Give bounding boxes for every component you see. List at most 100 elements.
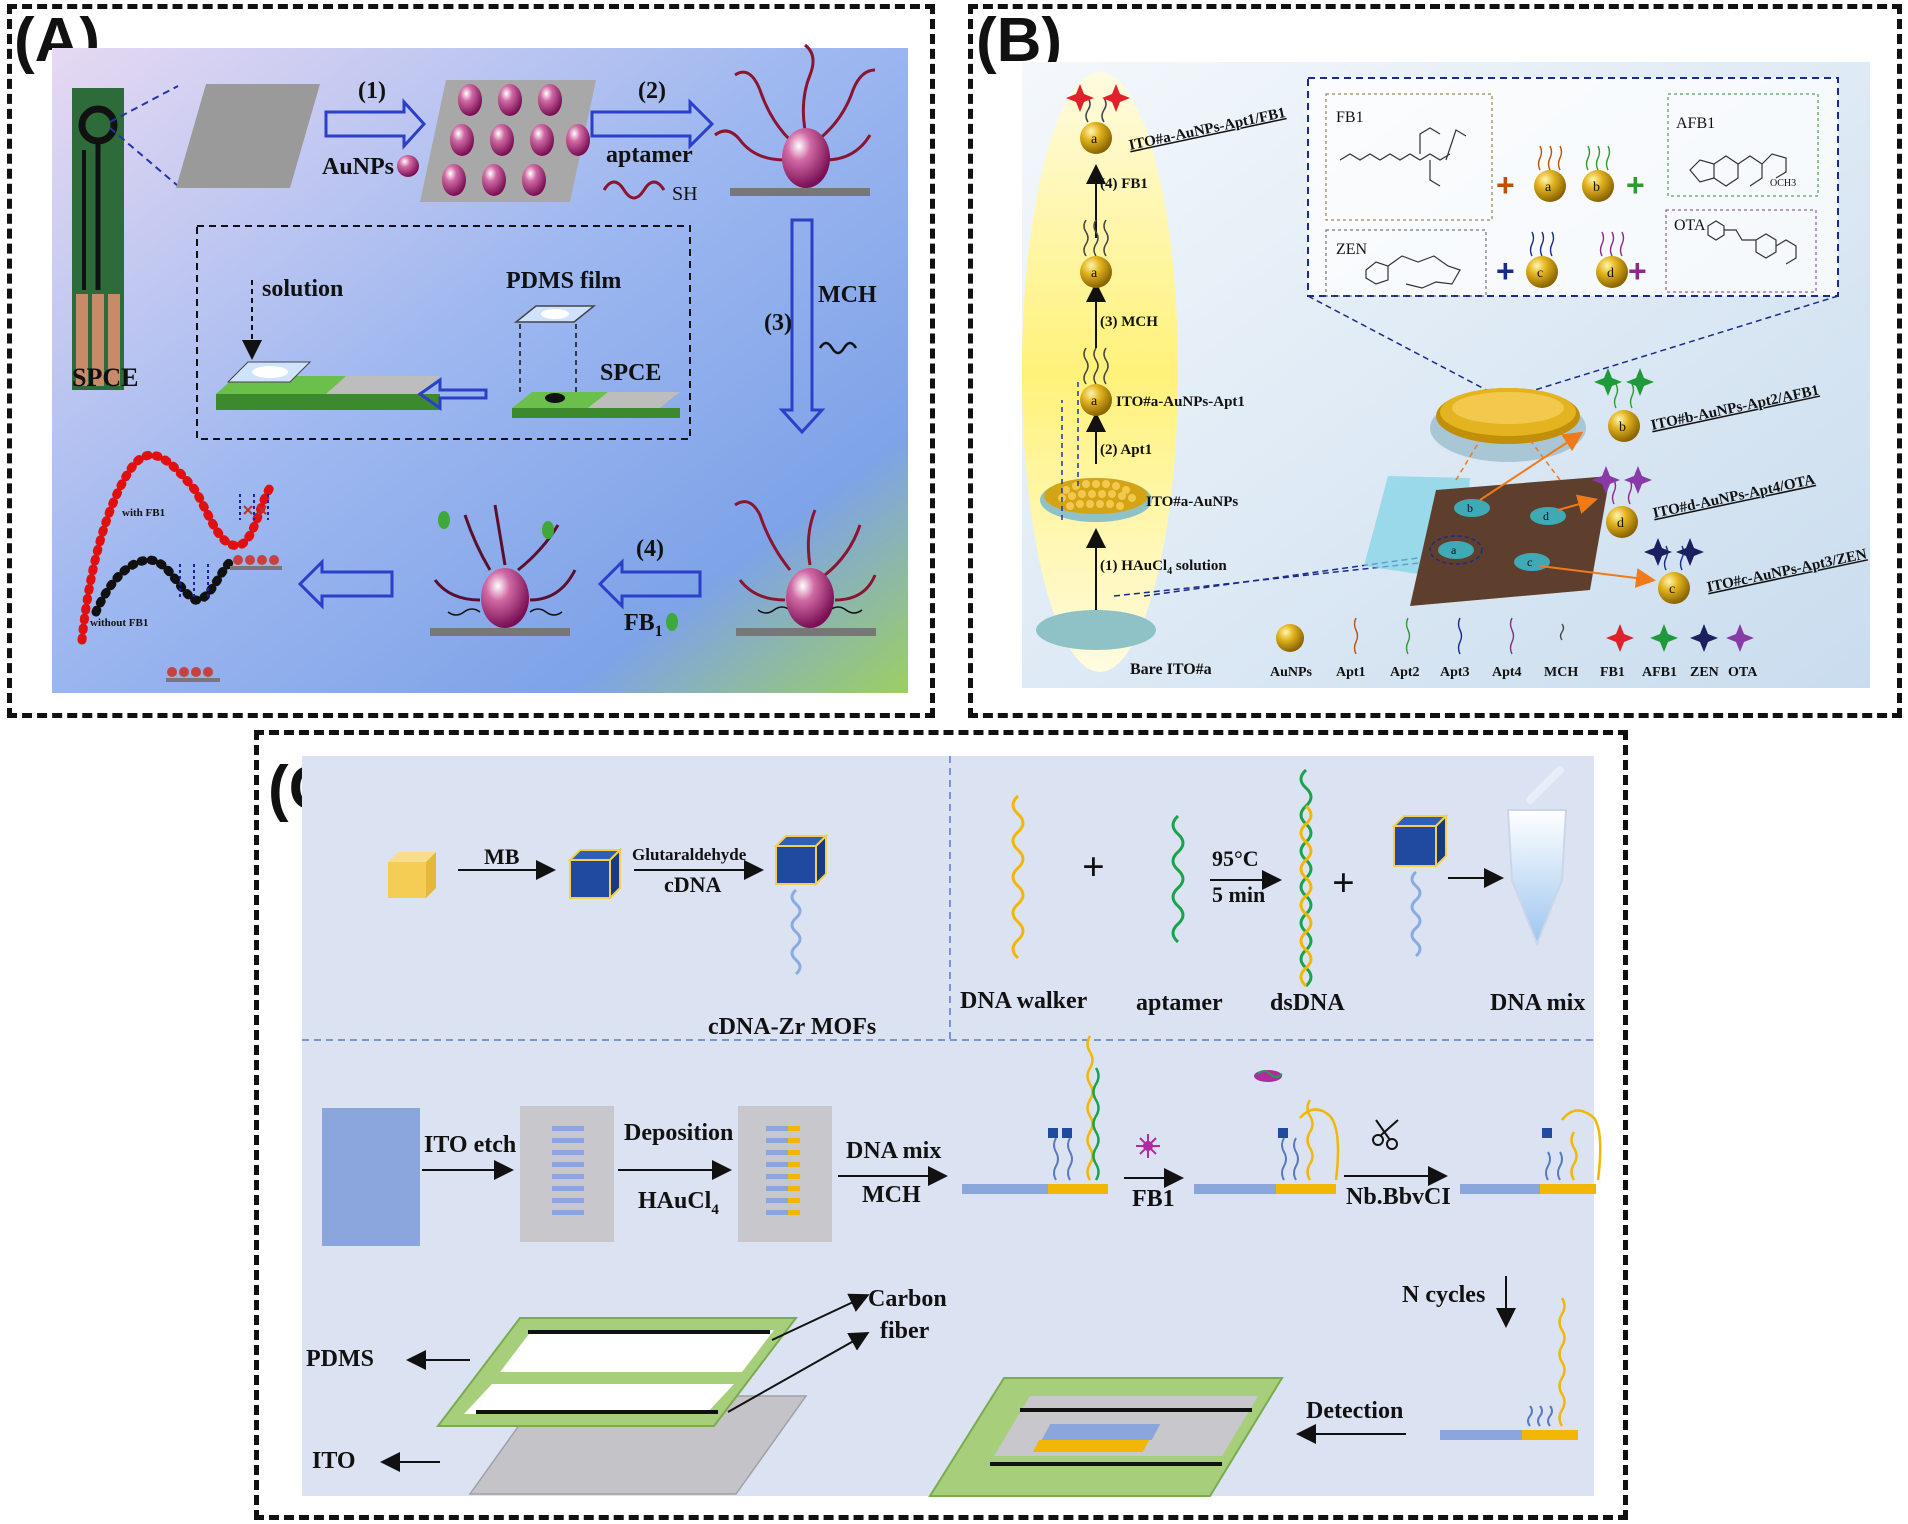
haucl-label: HAuCl4: [638, 1188, 719, 1218]
bead-a-mch: a: [1080, 219, 1112, 288]
process-column: [1022, 72, 1178, 672]
dna-walker-label: DNA walker: [960, 988, 1088, 1014]
plus-signs: + + + +: [1496, 167, 1647, 289]
aptamer-strand: [1171, 814, 1185, 944]
bare-ito-label: Bare ITO#a: [1130, 661, 1212, 678]
pdms-label: PDMS: [306, 1346, 374, 1372]
afb1-structure-label: AFB1: [1676, 115, 1715, 132]
panel-b-legend: AuNPs Apt1 Apt2 Apt3 Apt4 MCH FB1 AFB1 Z…: [1270, 617, 1758, 680]
pdms-film-label: PDMS film: [506, 268, 621, 294]
svg-text:AuNPs: AuNPs: [1270, 665, 1313, 680]
ota-structure-box: [1665, 209, 1817, 293]
deposition-label: Deposition: [624, 1120, 733, 1146]
bead-a-structure: a: [1534, 145, 1566, 202]
svg-text:a: a: [1091, 132, 1098, 147]
final-electrode: [1440, 1297, 1578, 1440]
b-step4-label: (4) FB1: [1100, 176, 1148, 192]
panel-a: [7, 4, 935, 718]
bare-electrode-surface: [176, 84, 320, 188]
assembled-device: [216, 361, 440, 410]
glutaraldehyde-label: Glutaraldehyde: [632, 845, 747, 864]
mch-label: MCH: [818, 282, 877, 308]
dsdna-strand: [1299, 768, 1313, 988]
solution-label: solution: [262, 276, 343, 302]
fb1-bound-particle: [734, 500, 877, 636]
bead-d-structure: d: [1596, 231, 1628, 288]
fb1-structure-box: [1325, 93, 1493, 221]
bead-b-afb1: b: [1594, 368, 1654, 442]
fb1-structure-drawing: [1339, 127, 1467, 187]
with-fb1-label: with FB1: [122, 507, 165, 519]
step4-arrow: [597, 558, 702, 610]
cdna-label: cDNA: [664, 872, 722, 897]
ota-structure-label: OTA: [1674, 217, 1706, 234]
zen-structure-drawing: [1365, 255, 1461, 289]
bead-b-structure: b: [1582, 145, 1614, 202]
dna-mix-label: DNA mix: [1490, 990, 1585, 1016]
legend-ota-icon: [1726, 624, 1754, 652]
released-walker-assembly: [1194, 1099, 1340, 1194]
aunp-icon: [397, 155, 419, 177]
detection-label: Detection: [1306, 1398, 1403, 1424]
step4-label: (4): [636, 536, 664, 562]
n-cycles-label: N cycles: [1402, 1282, 1485, 1308]
final-sensor-device: [928, 1377, 1284, 1497]
pdms-inset-box: [196, 225, 691, 440]
svg-text:a: a: [1545, 180, 1552, 195]
bead-c-zen: c: [1644, 538, 1704, 604]
eppendorf-tube-icon: [1506, 766, 1568, 947]
fb1-molecule-icon-c: [1136, 1134, 1160, 1158]
ito-apt1-label: ITO#a-AuNPs-Apt1: [1116, 394, 1245, 410]
mch-icon: [818, 341, 858, 355]
legend-apt3-icon: [1457, 617, 1463, 655]
svg-text:+: +: [1496, 167, 1515, 203]
c-aptamer-label: aptamer: [1136, 990, 1223, 1016]
och3-label: OCH3: [1770, 178, 1796, 189]
spce-electrode: [72, 88, 124, 390]
zen-structure-box: [1325, 229, 1487, 297]
legend-apt4-icon: [1509, 617, 1515, 655]
step1-label: (1): [358, 78, 386, 104]
zr-mof-cube: [388, 852, 436, 898]
fb1-captured-complex: [430, 504, 577, 636]
spce-label: SPCE: [72, 363, 138, 392]
svg-text:b: b: [1619, 420, 1626, 435]
mb-label: MB: [484, 844, 520, 869]
step1-arrow: [324, 98, 427, 150]
svg-text:a: a: [1451, 543, 1457, 557]
bead-a-apt1: a: [1080, 347, 1112, 416]
cdna-mof: [773, 833, 829, 976]
svg-text:Apt2: Apt2: [1390, 665, 1420, 680]
sh-label: SH: [672, 183, 698, 205]
legend-apt1-icon: [1353, 617, 1359, 655]
ota-structure-drawing: [1707, 220, 1797, 265]
svg-text:+: +: [1626, 167, 1645, 203]
aunp-disk-zoom: [1430, 388, 1586, 462]
gold-deposited-ito: [738, 1106, 832, 1242]
assembly-arrow: [417, 377, 488, 411]
svg-text:c: c: [1537, 266, 1543, 281]
afb1-structure-box: [1667, 93, 1819, 197]
step2-arrow: [590, 98, 715, 150]
dsdna-label: dsDNA: [1270, 990, 1345, 1016]
legend-aunp-icon: [1276, 624, 1304, 652]
zen-structure-label: ZEN: [1336, 241, 1368, 258]
carbon-label: Carbon: [868, 1286, 947, 1312]
svg-text:+: +: [1496, 253, 1515, 289]
svg-text:a: a: [1091, 394, 1098, 409]
aptamer-particle: [714, 43, 876, 196]
svg-text:c: c: [1669, 582, 1675, 597]
b-step1-label: (1) HAuCl4 solution: [1100, 558, 1227, 577]
svg-text:AFB1: AFB1: [1642, 665, 1677, 680]
mb-mof-cube: [567, 847, 623, 901]
bead-a-fb1: a: [1066, 84, 1130, 154]
plus-sign-2: +: [1332, 860, 1355, 905]
fb1-aptamer-complex: [1254, 1070, 1283, 1082]
bead-c-structure: c: [1526, 231, 1558, 288]
scissors-icon: [1372, 1119, 1399, 1150]
svg-text:b: b: [1593, 180, 1600, 195]
b-step3-label: (3) MCH: [1100, 314, 1158, 330]
enzyme-label: Nb.BbvCI: [1346, 1184, 1451, 1210]
